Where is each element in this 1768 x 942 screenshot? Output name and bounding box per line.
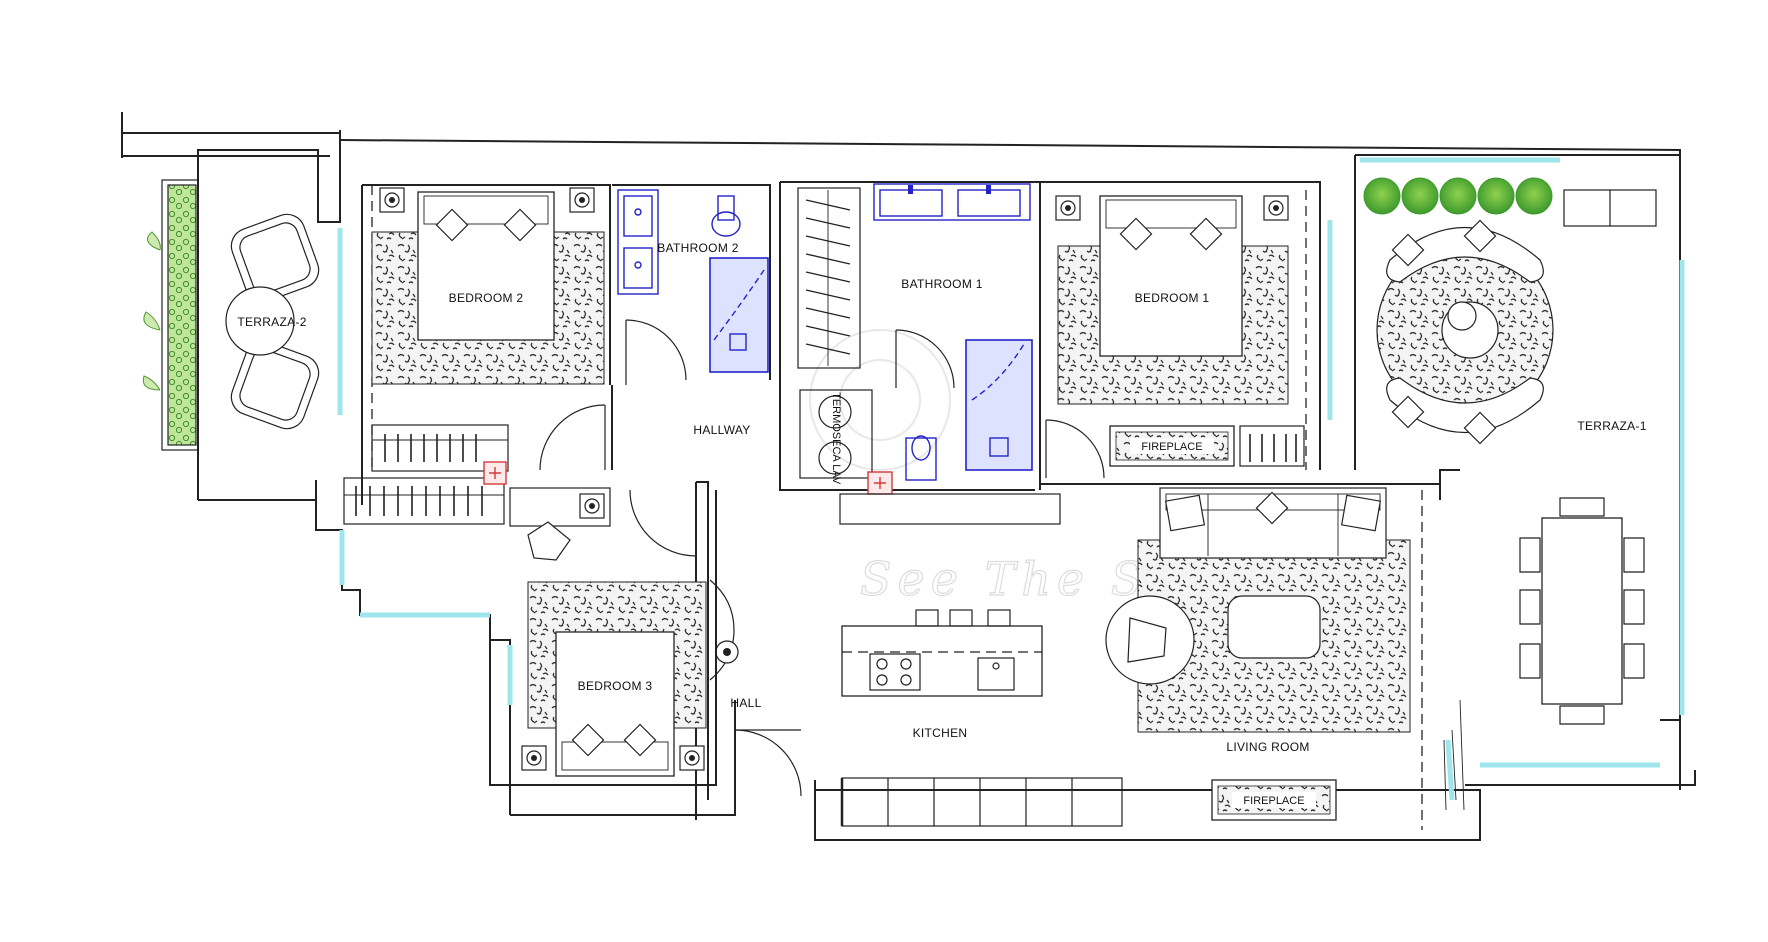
fireplace-label: FIREPLACE — [1243, 795, 1304, 807]
bedroom-3: BEDROOM 3 — [489, 490, 717, 786]
room-label-hall: HALL — [730, 696, 761, 710]
shrub-icon — [1515, 177, 1553, 215]
wardrobe — [371, 424, 509, 472]
dryer-label: SECA LAV — [830, 432, 842, 485]
kitchen-counter — [841, 777, 1123, 827]
room-label-kitchen: KITCHEN — [913, 726, 968, 740]
closet-laundry: TERMO SECA LAV — [779, 182, 1061, 525]
planter — [167, 184, 197, 446]
bedroom-1: BEDROOM 1 FIREPLACE — [1039, 181, 1321, 479]
room-label-bedroom-1: BEDROOM 1 — [1135, 291, 1210, 305]
room-label-bedroom-3: BEDROOM 3 — [578, 679, 653, 693]
room-label-bathroom-1: BATHROOM 1 — [901, 277, 982, 291]
washer-label: TERMO — [830, 392, 842, 432]
kitchen: KITCHEN — [840, 609, 1123, 827]
shower — [965, 339, 1033, 471]
kitchen-island — [841, 625, 1043, 697]
room-label-living-room: LIVING ROOM — [1226, 740, 1309, 754]
room-label-terraza-1: TERRAZA-1 — [1577, 419, 1646, 433]
room-label-terraza-2: TERRAZA-2 — [237, 315, 306, 329]
room-label-hallway: HALLWAY — [693, 423, 750, 437]
shrub-icon — [1363, 177, 1401, 215]
bathroom-1: BATHROOM 1 — [780, 181, 1041, 490]
shrub-icon — [1439, 177, 1477, 215]
shrub-icon — [1477, 177, 1515, 215]
shrub-icon — [1401, 177, 1439, 215]
terraza-1: TERRAZA-1 — [1354, 154, 1680, 786]
windows — [337, 157, 1685, 768]
room-label-bedroom-2: BEDROOM 2 — [449, 291, 524, 305]
fireplace-label: FIREPLACE — [1141, 441, 1202, 453]
terraza-2: TERRAZA-2 — [142, 179, 320, 500]
bathroom-2: BATHROOM 2 — [611, 184, 771, 470]
dining-table — [1541, 517, 1623, 705]
exterior-walls — [121, 112, 1696, 841]
living-room: LIVING ROOM FIREPLACE — [1040, 483, 1465, 830]
room-label-bathroom-2: BATHROOM 2 — [657, 241, 738, 255]
shower — [709, 257, 769, 373]
coffee-table — [1227, 595, 1321, 659]
bedroom-2: BEDROOM 2 — [343, 184, 611, 561]
